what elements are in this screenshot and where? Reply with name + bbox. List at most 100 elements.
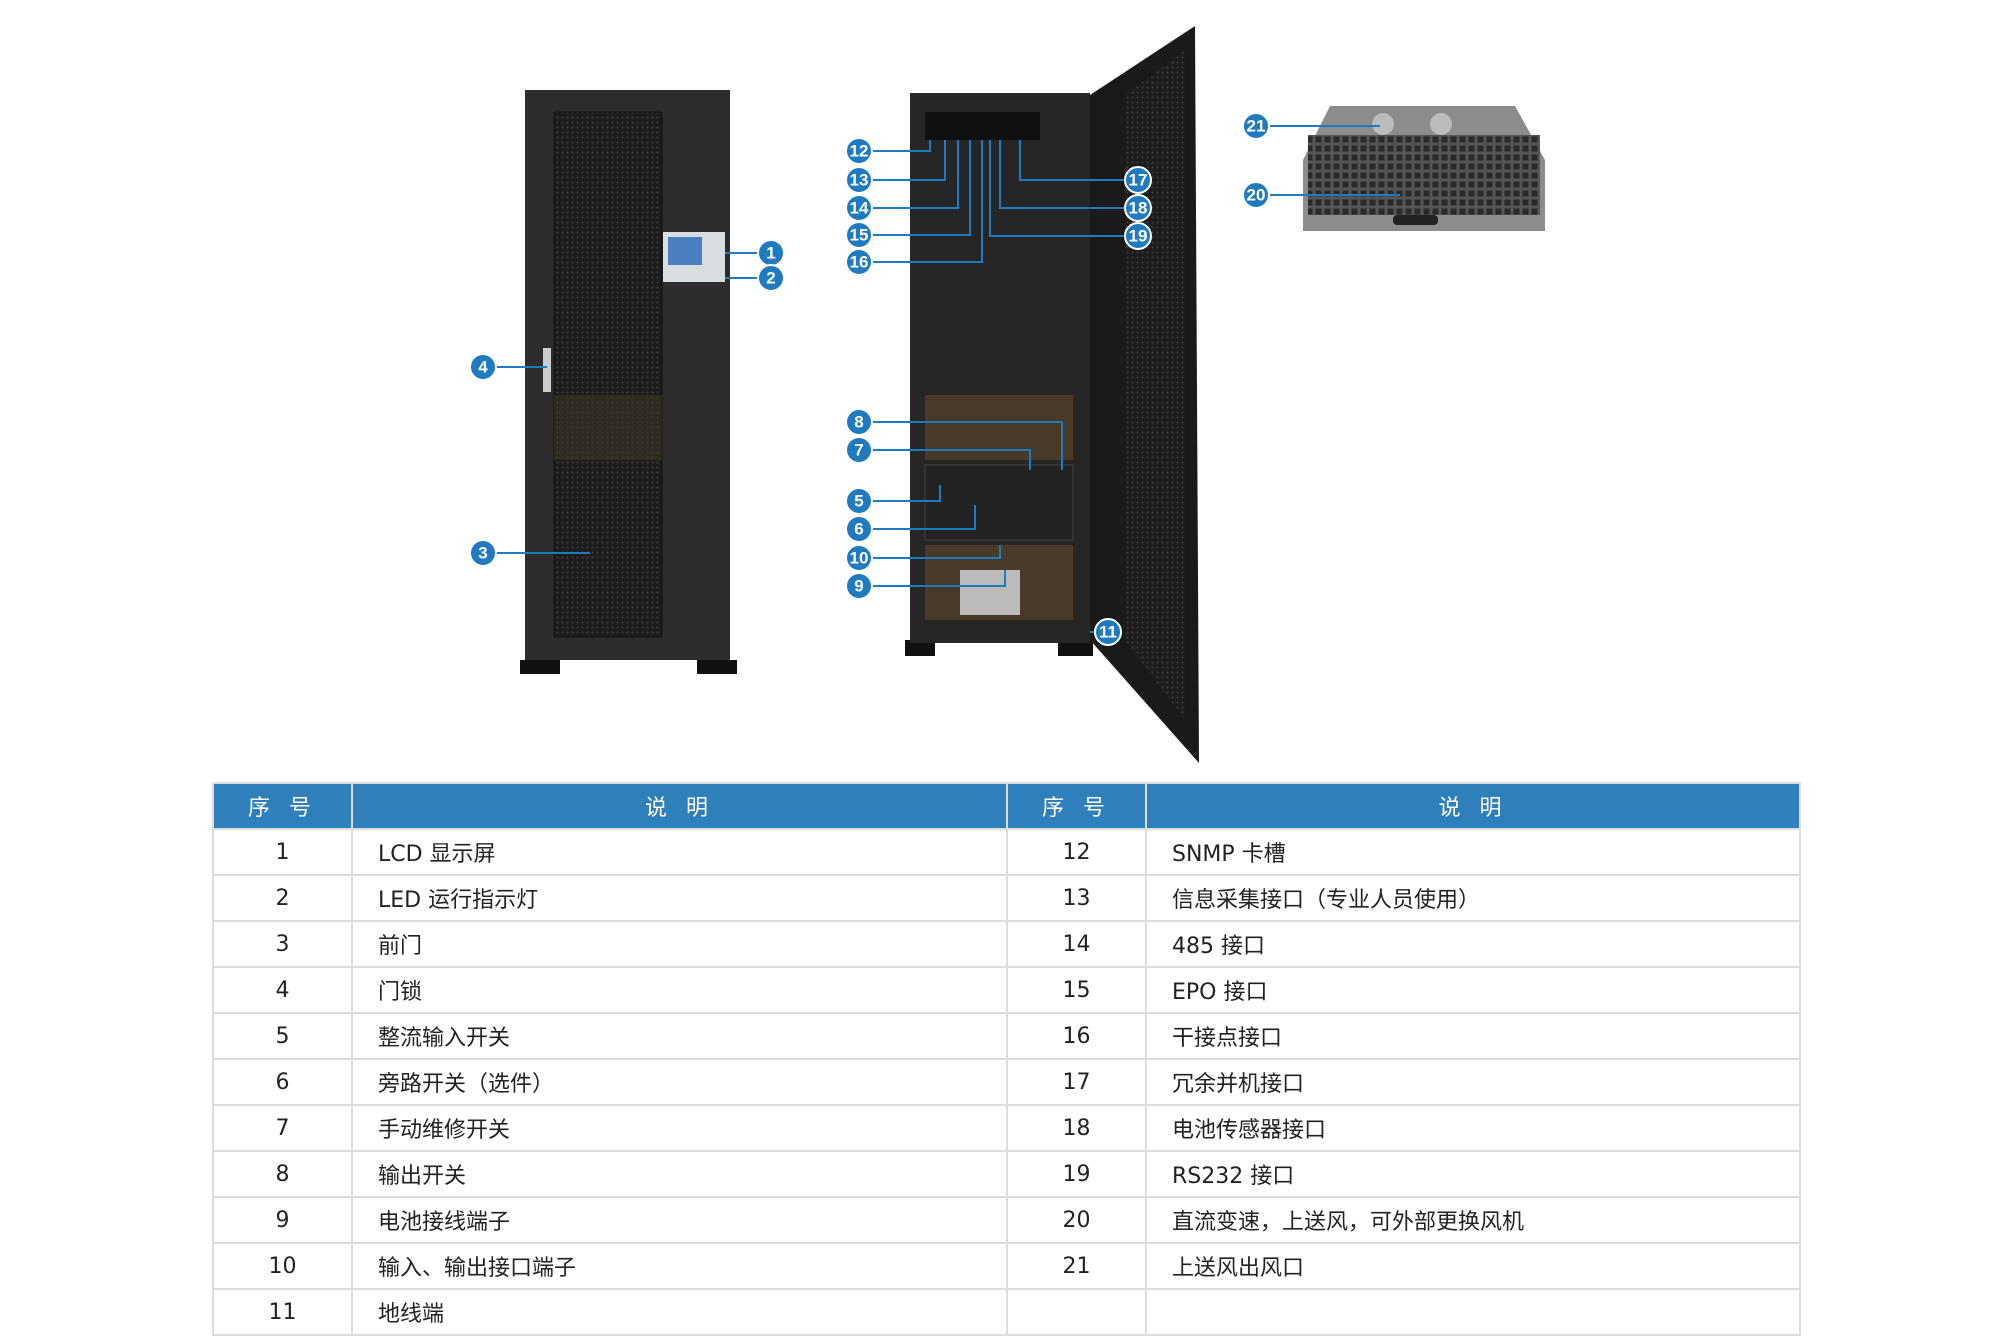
row-number: 9 xyxy=(212,1196,353,1244)
header-desc-left: 说 明 xyxy=(351,782,1008,830)
svg-text:7: 7 xyxy=(854,441,863,460)
table-header-row: 序 号 说 明 序 号 说 明 xyxy=(212,782,1801,830)
row-number: 7 xyxy=(212,1104,353,1152)
callout-19: 19 xyxy=(1124,222,1152,250)
row-number: 1 xyxy=(212,828,353,876)
header-desc-right: 说 明 xyxy=(1145,782,1801,830)
row-number: 16 xyxy=(1006,1012,1147,1060)
row-description: 干接点接口 xyxy=(1145,1012,1801,1060)
svg-text:21: 21 xyxy=(1247,117,1266,136)
row-number: 19 xyxy=(1006,1150,1147,1198)
row-description: LED 运行指示灯 xyxy=(351,874,1008,922)
row-description: 上送风出风口 xyxy=(1145,1242,1801,1290)
row-number: 20 xyxy=(1006,1196,1147,1244)
svg-text:8: 8 xyxy=(854,413,863,432)
callout-10: 10 xyxy=(845,544,873,572)
callout-3: 3 xyxy=(469,539,497,567)
row-description: 电池接线端子 xyxy=(351,1196,1008,1244)
svg-text:4: 4 xyxy=(478,358,488,377)
row-number: 14 xyxy=(1006,920,1147,968)
row-number: 18 xyxy=(1006,1104,1147,1152)
row-number: 10 xyxy=(212,1242,353,1290)
row-description: EPO 接口 xyxy=(1145,966,1801,1014)
callout-9: 9 xyxy=(845,572,873,600)
row-number: 8 xyxy=(212,1150,353,1198)
callout-20: 20 xyxy=(1242,181,1270,209)
callout-17: 17 xyxy=(1124,166,1152,194)
row-description: 地线端 xyxy=(351,1288,1008,1336)
callout-1: 1 xyxy=(757,239,785,267)
ups-cabinet-diagram: 1 2 3 4 5 6 7 8 9 10 11 12 13 14 15 16 1… xyxy=(469,26,1545,763)
row-description: 信息采集接口（专业人员使用） xyxy=(1145,874,1801,922)
row-description: 485 接口 xyxy=(1145,920,1801,968)
callout-21: 21 xyxy=(1242,112,1270,140)
row-number: 11 xyxy=(212,1288,353,1336)
svg-text:15: 15 xyxy=(850,226,869,245)
svg-text:20: 20 xyxy=(1247,186,1266,205)
svg-text:16: 16 xyxy=(850,253,869,272)
callout-5: 5 xyxy=(845,487,873,515)
row-description xyxy=(1145,1288,1801,1336)
svg-text:14: 14 xyxy=(850,199,869,218)
row-number: 15 xyxy=(1006,966,1147,1014)
callout-12: 12 xyxy=(845,137,873,165)
svg-text:1: 1 xyxy=(766,244,775,263)
row-description: 整流输入开关 xyxy=(351,1012,1008,1060)
row-number: 13 xyxy=(1006,874,1147,922)
callout-7: 7 xyxy=(845,436,873,464)
header-seq-right: 序 号 xyxy=(1006,782,1147,830)
svg-text:19: 19 xyxy=(1129,227,1148,246)
open-cabinet-image xyxy=(905,26,1199,763)
row-number: 5 xyxy=(212,1012,353,1060)
callout-16: 16 xyxy=(845,248,873,276)
row-number xyxy=(1006,1288,1147,1336)
svg-text:2: 2 xyxy=(766,269,775,288)
svg-text:3: 3 xyxy=(478,544,487,563)
row-description: 旁路开关（选件） xyxy=(351,1058,1008,1106)
callout-11: 11 xyxy=(1094,618,1122,646)
row-number: 21 xyxy=(1006,1242,1147,1290)
row-description: 输入、输出接口端子 xyxy=(351,1242,1008,1290)
row-number: 2 xyxy=(212,874,353,922)
row-description: 前门 xyxy=(351,920,1008,968)
row-number: 3 xyxy=(212,920,353,968)
callout-14: 14 xyxy=(845,194,873,222)
svg-text:5: 5 xyxy=(854,492,863,511)
svg-text:18: 18 xyxy=(1129,199,1148,218)
callout-13: 13 xyxy=(845,166,873,194)
callout-15: 15 xyxy=(845,221,873,249)
row-number: 12 xyxy=(1006,828,1147,876)
row-description: 输出开关 xyxy=(351,1150,1008,1198)
leader-lines xyxy=(483,125,1400,633)
row-description: 电池传感器接口 xyxy=(1145,1104,1801,1152)
svg-text:12: 12 xyxy=(850,142,869,161)
header-seq-left: 序 号 xyxy=(212,782,353,830)
row-description: 门锁 xyxy=(351,966,1008,1014)
svg-text:11: 11 xyxy=(1099,623,1117,642)
top-vent-image xyxy=(1303,106,1545,231)
row-description: LCD 显示屏 xyxy=(351,828,1008,876)
svg-text:9: 9 xyxy=(854,577,863,596)
svg-text:13: 13 xyxy=(850,171,869,190)
row-number: 4 xyxy=(212,966,353,1014)
callout-18: 18 xyxy=(1124,194,1152,222)
front-cabinet-image xyxy=(520,90,737,674)
row-description: 冗余并机接口 xyxy=(1145,1058,1801,1106)
row-number: 17 xyxy=(1006,1058,1147,1106)
callout-8: 8 xyxy=(845,408,873,436)
row-number: 6 xyxy=(212,1058,353,1106)
row-description: RS232 接口 xyxy=(1145,1150,1801,1198)
svg-text:10: 10 xyxy=(850,549,869,568)
svg-text:6: 6 xyxy=(854,520,863,539)
row-description: 直流变速，上送风，可外部更换风机 xyxy=(1145,1196,1801,1244)
